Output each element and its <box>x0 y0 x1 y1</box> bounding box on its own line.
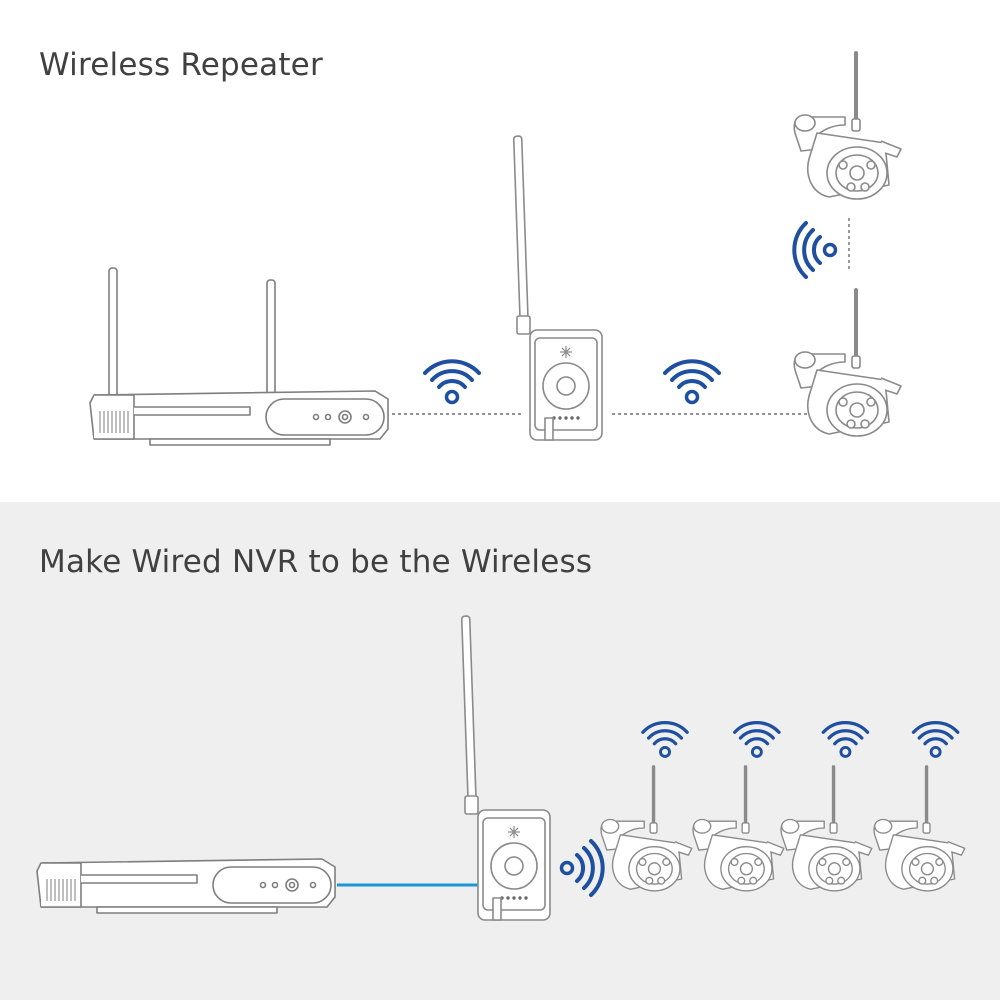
wifi-signal-icon <box>733 721 781 759</box>
wifi-repeater-icon <box>460 615 551 921</box>
wired-nvr-title: Make Wired NVR to be the Wireless <box>39 544 593 580</box>
nvr-recorder-icon <box>89 267 389 446</box>
wifi-signal-icon <box>641 721 689 759</box>
wifi-repeater-icon <box>512 135 603 441</box>
bullet-camera-icon <box>599 765 694 893</box>
wifi-signal-icon <box>911 721 960 759</box>
wifi-signal-icon <box>423 359 481 405</box>
nvr-recorder-icon <box>36 858 336 914</box>
bullet-camera-icon <box>872 765 967 893</box>
wireless-repeater-title: Wireless Repeater <box>39 47 323 83</box>
wifi-signal-icon <box>792 221 838 279</box>
bullet-camera-icon <box>792 288 903 438</box>
wifi-signal-icon <box>663 359 721 405</box>
bullet-camera-icon <box>779 765 874 893</box>
wifi-signal-icon <box>559 839 605 897</box>
wifi-signal-icon <box>821 721 870 759</box>
bullet-camera-icon <box>792 51 903 201</box>
bullet-camera-icon <box>691 765 786 893</box>
